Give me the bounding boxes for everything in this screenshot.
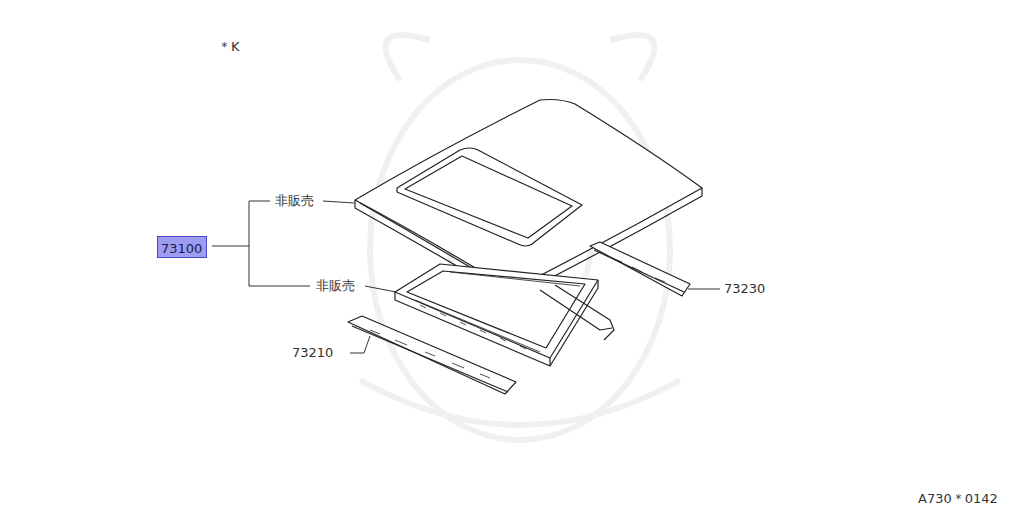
part-number-box: 73100	[157, 236, 207, 258]
part-number: 73100	[161, 241, 202, 257]
leader-lines	[212, 201, 720, 353]
callout-number: 73230	[724, 281, 765, 297]
callout-number: 73210	[292, 345, 333, 361]
catalog-mark: ＊K	[218, 39, 240, 55]
part-note: 非販売	[316, 278, 355, 294]
part-note: 非販売	[275, 193, 314, 209]
figure-code: A730＊0142	[918, 491, 998, 507]
